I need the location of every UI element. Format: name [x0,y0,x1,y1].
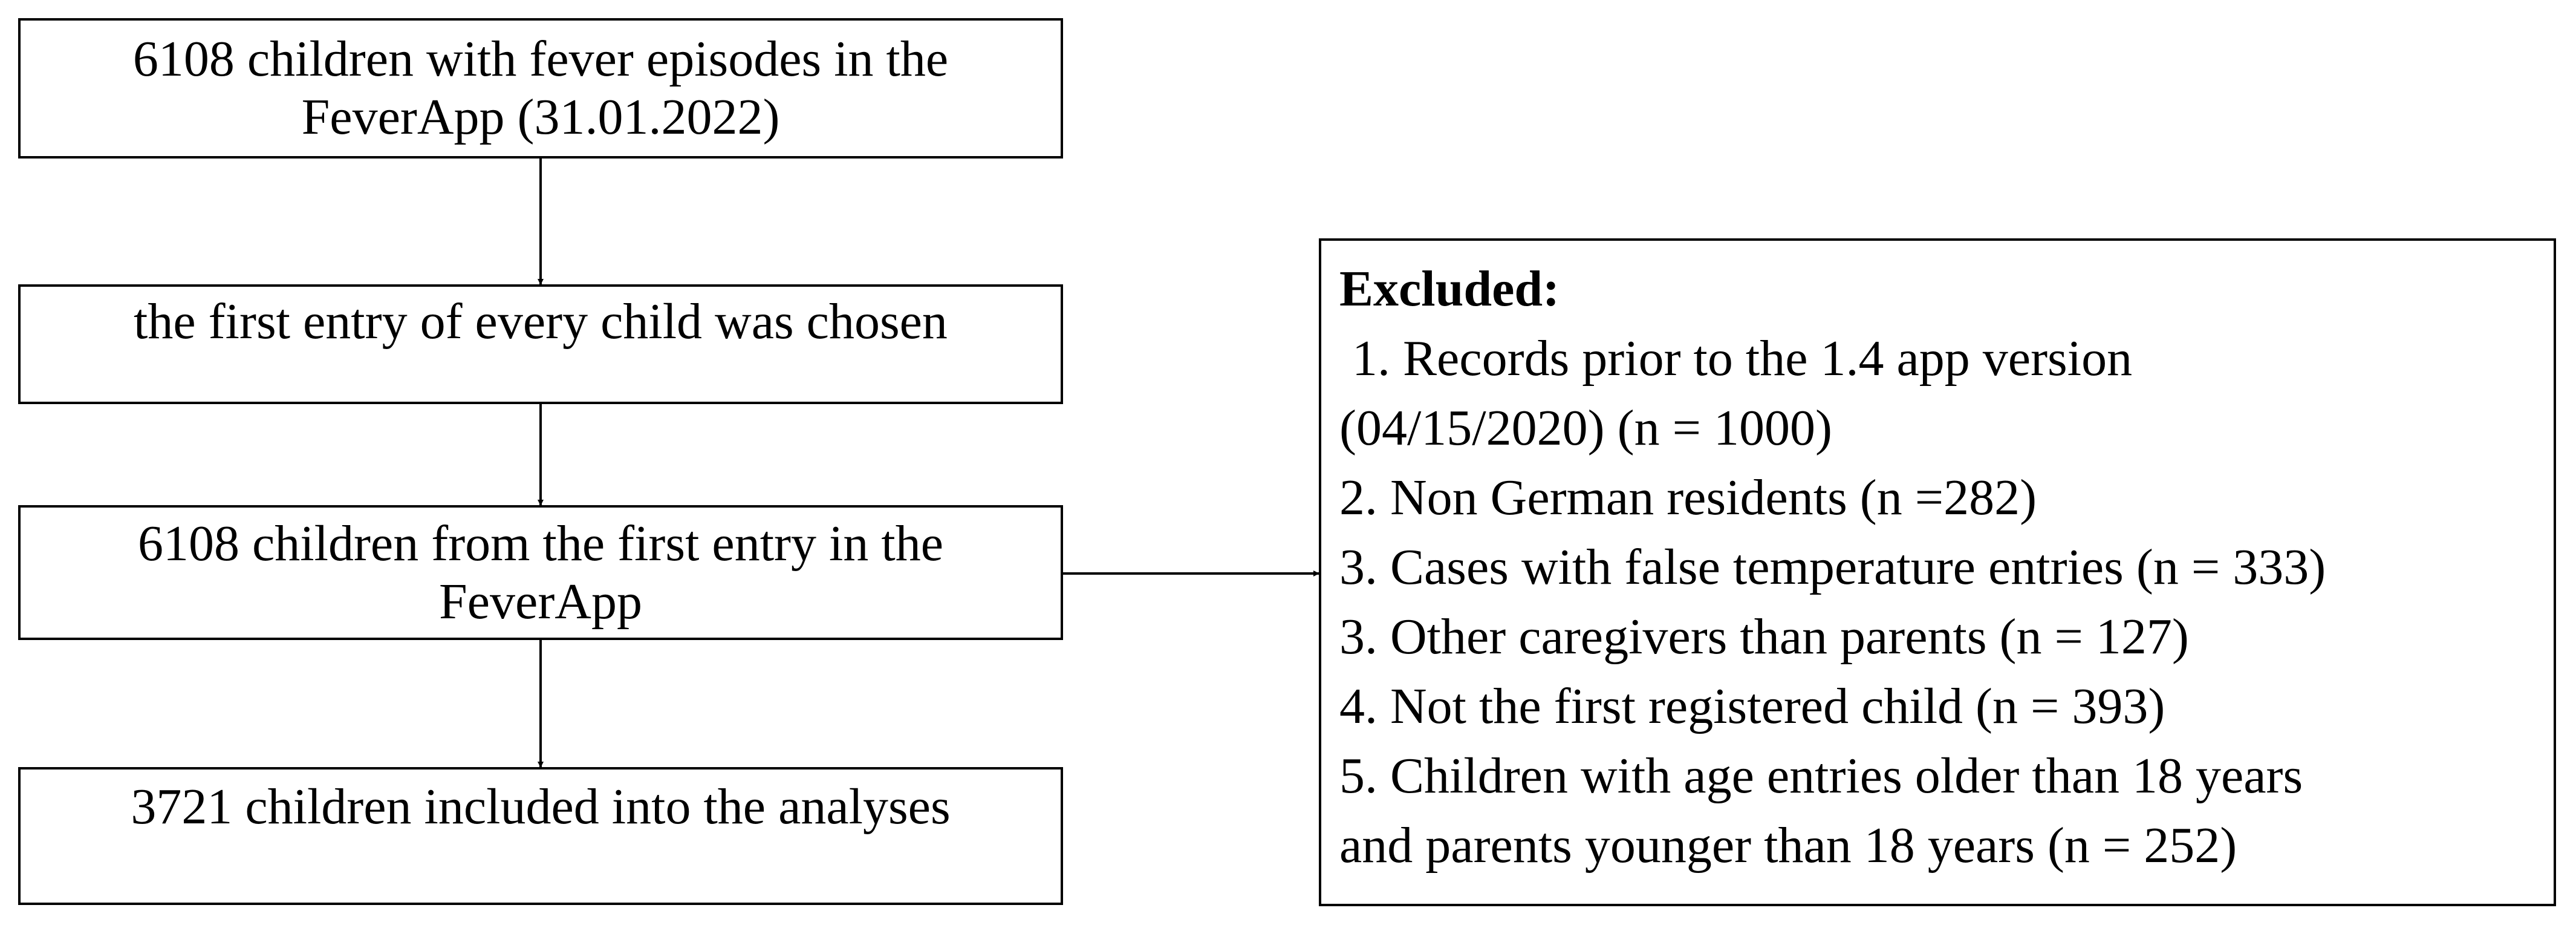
box-from-first-entry-line1: 6108 children from the first entry in th… [138,515,943,572]
excluded-heading: Excluded: [1339,261,1560,317]
box-fever-episodes-line1: 6108 children with fever episodes in the [132,31,949,87]
box-included-line1: 3721 children included into the analyses [131,779,951,835]
excluded-line: and parents younger than 18 years (n = 2… [1339,817,2237,874]
box-included: 3721 children included into the analyses [18,767,1063,905]
excluded-line: 1. Records prior to the 1.4 app version [1339,330,2133,387]
box-fever-episodes: 6108 children with fever episodes in the… [18,18,1063,158]
excluded-line: 4. Not the first registered child (n = 3… [1339,678,2165,734]
excluded-line: 5. Children with age entries older than … [1339,748,2303,804]
excluded-line: 3. Other caregivers than parents (n = 12… [1339,609,2189,665]
excluded-line: (04/15/2020) (n = 1000) [1339,400,1832,456]
box-excluded: Excluded: 1. Records prior to the 1.4 ap… [1319,238,2556,906]
box-from-first-entry: 6108 children from the first entry in th… [18,505,1063,640]
box-from-first-entry-line2: FeverApp [439,573,642,630]
box-first-entry-chosen-line1: the first entry of every child was chose… [134,293,948,350]
box-fever-episodes-line2: FeverApp (31.01.2022) [301,89,780,145]
excluded-line: 2. Non German residents (n =282) [1339,469,2037,526]
excluded-line: 3. Cases with false temperature entries … [1339,539,2326,595]
box-first-entry-chosen: the first entry of every child was chose… [18,284,1063,404]
